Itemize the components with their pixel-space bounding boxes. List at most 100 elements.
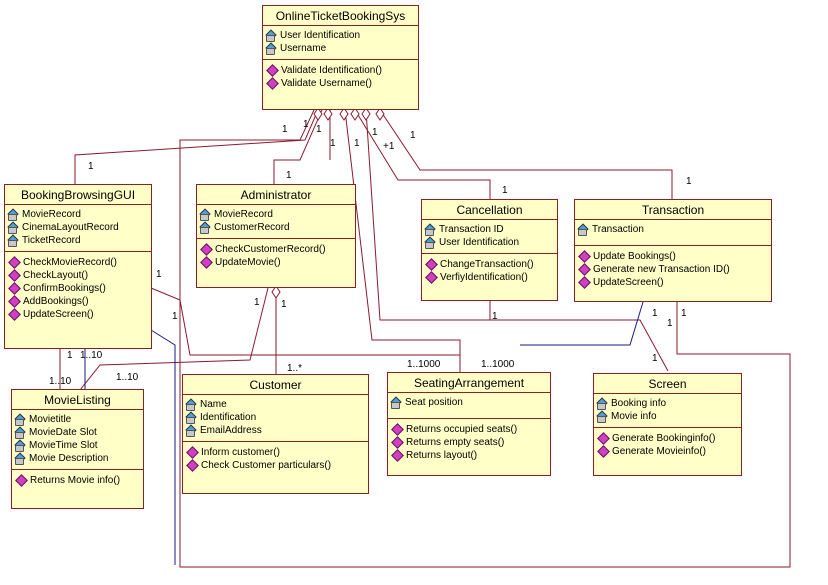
class-movie-listing[interactable]: MovieListing Movietitle MovieDate Slot M… (11, 389, 144, 509)
multiplicity-label: 1..1000 (481, 359, 515, 370)
operation: Check Customer particulars() (186, 459, 365, 472)
class-customer[interactable]: Customer Name Identification EmailAddres… (182, 374, 369, 494)
operation: Returns empty seats() (391, 436, 547, 449)
operation: Returns occupied seats() (391, 423, 547, 436)
operation-label: Generate Movieinfo() (612, 446, 706, 457)
operation-list: Validate Identification() Validate Usern… (263, 60, 418, 92)
operation-icon (15, 474, 28, 487)
line-main-admin (273, 109, 323, 185)
class-cancellation[interactable]: Cancellation Transaction ID User Identif… (421, 199, 558, 301)
multiplicity-label: 1 (354, 138, 360, 149)
attribute-label: MovieRecord (214, 209, 273, 220)
operation-icon (597, 432, 610, 445)
operation-icon (391, 449, 404, 462)
operation-label: Generate Bookinginfo() (612, 433, 716, 444)
operation-label: Update Bookings() (593, 251, 676, 262)
attribute: Movie Description (15, 452, 140, 465)
operation: Update Bookings() (578, 250, 768, 263)
aggregation-diamond (375, 107, 385, 121)
operation-label: UpdateScreen() (23, 309, 94, 320)
operation: Returns Movie info() (15, 474, 140, 487)
operation-label: Inform customer() (201, 447, 280, 458)
multiplicity-label: 1 (286, 170, 292, 181)
attribute-icon (15, 415, 26, 426)
operation: VerfiyIdentification() (425, 271, 554, 284)
class-name: OnlineTicketBookingSys (263, 6, 418, 26)
multiplicity-label: 1..10 (49, 376, 72, 387)
operation-label: ChangeTransaction() (440, 259, 534, 270)
attribute-icon (266, 31, 277, 42)
attribute-label: Name (200, 399, 227, 410)
operation-list: Generate Bookinginfo() Generate Movieinf… (594, 428, 741, 460)
attribute: Transaction ID (425, 223, 554, 236)
class-administrator[interactable]: Administrator MovieRecord CustomerRecord… (196, 184, 356, 288)
operation: AddBookings() (8, 295, 148, 308)
operation-list: CheckCustomerRecord() UpdateMovie() (197, 239, 355, 271)
attribute: Transaction (578, 223, 768, 236)
operation: Validate Identification() (266, 64, 415, 77)
operation-icon (200, 256, 213, 269)
attribute-icon (425, 238, 436, 249)
operation-label: VerfiyIdentification() (440, 272, 528, 283)
class-screen[interactable]: Screen Booking info Movie info Generate … (593, 373, 742, 476)
operation-label: AddBookings() (23, 296, 89, 307)
attribute: MovieTime Slot (15, 439, 140, 452)
multiplicity-label: 1 (667, 318, 673, 329)
attribute-label: MovieDate Slot (29, 427, 97, 438)
class-booking-browsing-gui[interactable]: BookingBrowsingGUI MovieRecord CinemaLay… (4, 184, 152, 349)
multiplicity-label: 1 (316, 124, 322, 135)
operation: Validate Username() (266, 77, 415, 90)
attribute-icon (578, 225, 589, 236)
line-main-screen (365, 109, 669, 372)
attribute: User Identification (266, 29, 415, 42)
attribute: Movie info (597, 410, 738, 423)
attribute-list: Seat position (388, 393, 550, 419)
attribute-label: Movietitle (29, 414, 72, 425)
attribute-icon (186, 400, 197, 411)
line-trans-screen (520, 301, 644, 346)
attribute: Username (266, 42, 415, 55)
attribute: MovieDate Slot (15, 426, 140, 439)
attribute-label: Transaction ID (439, 224, 504, 235)
multiplicity-label: 1..10 (116, 372, 139, 383)
line-main-cancel (354, 109, 491, 200)
class-seating-arrangement[interactable]: SeatingArrangement Seat position Returns… (387, 372, 551, 476)
operation-label: Returns Movie info() (30, 475, 121, 486)
operation-list: ChangeTransaction() VerfiyIdentification… (422, 254, 557, 286)
class-name: BookingBrowsingGUI (5, 185, 151, 205)
multiplicity-label: 1 (502, 185, 508, 196)
operation-icon (266, 77, 279, 90)
operation-label: CheckCustomerRecord() (215, 244, 326, 255)
operation-icon (8, 282, 21, 295)
operation-icon (8, 295, 21, 308)
operation: Generate Movieinfo() (597, 445, 738, 458)
attribute-list: Transaction ID User Identification (422, 220, 557, 254)
line-main-gui (74, 109, 319, 185)
operation: Returns layout() (391, 449, 547, 462)
operation-icon (425, 258, 438, 271)
line-main-trans (379, 109, 673, 200)
attribute: Seat position (391, 396, 547, 409)
aggregation-diamond (350, 107, 360, 121)
operation-icon (200, 243, 213, 256)
class-name: SeatingArrangement (388, 373, 550, 393)
operation-icon (425, 271, 438, 284)
attribute-label: EmailAddress (200, 425, 262, 436)
class-name: Cancellation (422, 200, 557, 220)
attribute-list: MovieRecord CinemaLayoutRecord TicketRec… (5, 205, 151, 252)
attribute-list: Booking info Movie info (594, 394, 741, 428)
attribute-label: Username (280, 43, 327, 54)
multiplicity-label: 1 (652, 353, 658, 364)
class-name: Administrator (197, 185, 355, 205)
class-name: Transaction (575, 200, 771, 220)
operation-label: UpdateScreen() (593, 277, 664, 288)
operation-label: CheckMovieRecord() (23, 257, 117, 268)
attribute: Movietitle (15, 413, 140, 426)
operation-icon (8, 308, 21, 321)
operation: CheckLayout() (8, 269, 148, 282)
operation-icon (186, 446, 199, 459)
class-transaction[interactable]: Transaction Transaction Update Bookings(… (574, 199, 772, 302)
operation: CheckMovieRecord() (8, 256, 148, 269)
class-online-ticket-booking-sys[interactable]: OnlineTicketBookingSys User Identificati… (262, 5, 419, 110)
